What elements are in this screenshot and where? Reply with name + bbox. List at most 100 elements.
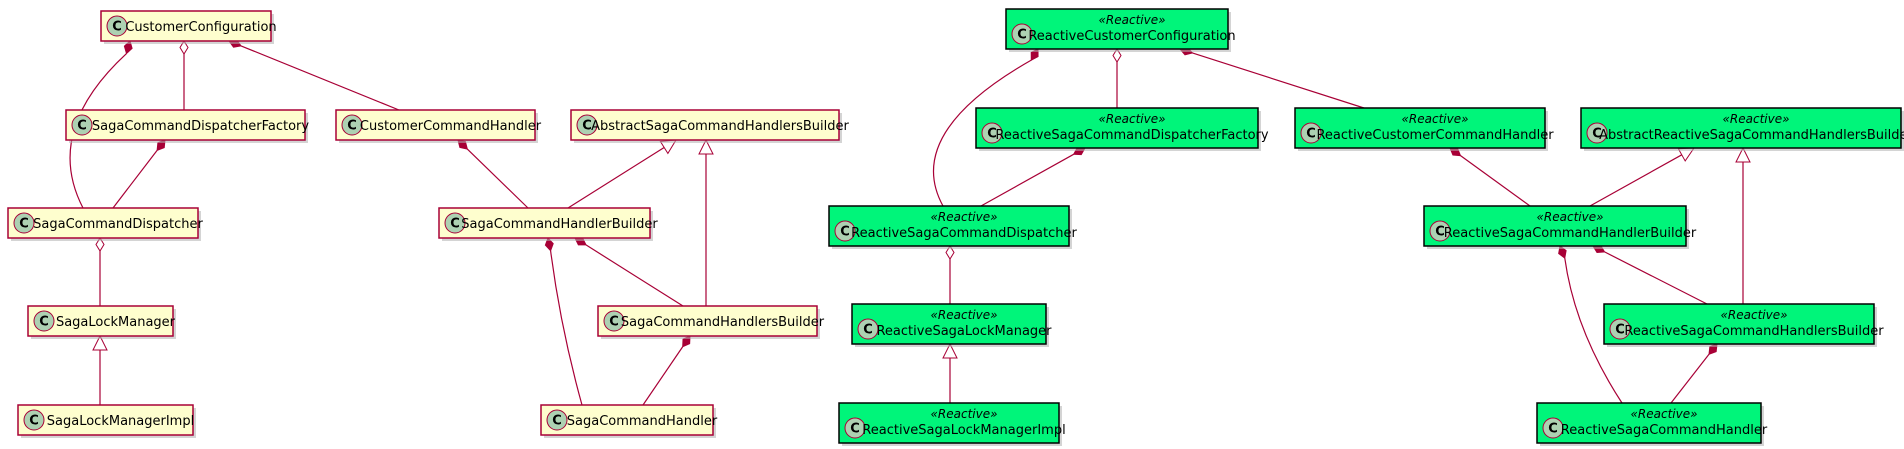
class-icon-letter: C — [582, 119, 592, 134]
class-slm[interactable]: C SagaLockManager — [27, 305, 176, 339]
class-rschb[interactable]: C«Reactive»ReactiveSagaCommandHandlerBui… — [1423, 205, 1697, 249]
class-icon-letter: C — [77, 119, 87, 134]
class-rcc[interactable]: C«Reactive»ReactiveCustomerConfiguration — [1005, 8, 1236, 52]
class-box — [7, 207, 199, 239]
relation-aggregation-scd-slm — [95, 237, 105, 306]
relation-aggregation-cc-scdf — [179, 40, 189, 110]
class-icon-letter: C — [450, 217, 460, 232]
class-icon — [1011, 23, 1033, 45]
class-stereotype: «Reactive» — [1720, 308, 1787, 322]
class-icon — [1542, 417, 1564, 439]
class-stereotype: «Reactive» — [1098, 112, 1165, 126]
class-arscb[interactable]: C«Reactive»AbstractReactiveSagaCommandHa… — [1580, 107, 1904, 151]
inheritance-triangle — [92, 334, 108, 351]
class-box — [851, 303, 1047, 345]
class-box — [828, 205, 1070, 247]
inheritance-triangle — [1735, 146, 1751, 163]
class-box — [335, 109, 536, 141]
class-icon — [23, 409, 45, 431]
class-icon — [341, 114, 363, 136]
class-icon — [13, 212, 35, 234]
class-icon-letter: C — [1306, 127, 1316, 142]
class-name: SagaLockManagerImpl — [47, 414, 194, 429]
relation-line — [1564, 258, 1623, 404]
aggregation-diamond — [1112, 48, 1122, 63]
class-box — [1580, 107, 1902, 149]
relation-line — [549, 250, 583, 406]
class-stereotype: «Reactive» — [930, 308, 997, 322]
relation-composition-rschb-rschsb — [1592, 244, 1708, 305]
class-stereotype: «Reactive» — [1098, 13, 1165, 27]
class-icon-letter: C — [840, 225, 850, 240]
class-icon — [844, 417, 866, 439]
class-icon — [33, 310, 55, 332]
class-box — [17, 404, 194, 436]
relation-inheritance-schsb-ascb — [698, 138, 714, 306]
aggregation-diamond — [95, 237, 105, 252]
relation-inheritance-rschb-arscb — [1589, 147, 1695, 207]
relation-line — [112, 149, 158, 209]
class-rscdf[interactable]: C«Reactive»ReactiveSagaCommandDispatcher… — [975, 107, 1269, 151]
class-rsch[interactable]: C«Reactive»ReactiveSagaCommandHandler — [1536, 402, 1768, 446]
class-name: SagaLockManager — [56, 315, 176, 330]
class-box — [65, 109, 306, 141]
inheritance-triangle — [698, 138, 714, 155]
class-name: ReactiveSagaCommandDispatcherFactory — [995, 128, 1268, 143]
class-rscd[interactable]: C«Reactive»ReactiveSagaCommandDispatcher — [828, 205, 1077, 249]
class-stereotype: «Reactive» — [1630, 407, 1697, 421]
class-icon — [576, 114, 598, 136]
class-icon-letter: C — [39, 315, 49, 330]
class-scdf[interactable]: C SagaCommandDispatcherFactory — [65, 109, 309, 143]
relation-line — [466, 148, 529, 209]
class-icon — [444, 212, 466, 234]
relation-composition-rscdf-rscd — [980, 147, 1086, 207]
relation-line — [1460, 155, 1531, 207]
class-name: SagaCommandDispatcherFactory — [92, 119, 309, 134]
relation-composition-rschsb-rsch — [1670, 343, 1718, 404]
class-name: AbstractReactiveSagaCommandHandlersBuild… — [1599, 128, 1904, 143]
class-name: SagaCommandHandlerBuilder — [461, 217, 658, 232]
class-box — [838, 402, 1060, 444]
class-stereotype: «Reactive» — [1401, 112, 1468, 126]
class-box — [1603, 303, 1875, 345]
class-name: CustomerConfiguration — [125, 20, 276, 35]
class-box — [570, 109, 840, 141]
class-rslmi[interactable]: C«Reactive»ReactiveSagaLockManagerImpl — [838, 402, 1066, 446]
relation-line — [567, 146, 665, 209]
relation-line — [240, 45, 400, 111]
class-box — [100, 10, 272, 42]
relation-line — [1192, 52, 1365, 109]
class-rschsb[interactable]: C«Reactive»ReactiveSagaCommandHandlersBu… — [1603, 303, 1884, 347]
composition-diamond — [123, 40, 133, 55]
class-icon — [603, 310, 625, 332]
class-icon — [71, 114, 93, 136]
class-box — [438, 207, 651, 239]
class-name: CustomerCommandHandler — [360, 119, 542, 134]
class-icon-letter: C — [552, 414, 562, 429]
relation-composition-rcc-rcch — [1179, 46, 1365, 109]
class-box — [1294, 107, 1546, 149]
relation-composition-schsb-sch — [642, 335, 691, 406]
class-icon-letter: C — [347, 119, 357, 134]
relation-composition-rschb-rsch — [1558, 245, 1623, 404]
relation-inheritance-rslmi-rslm — [942, 342, 958, 403]
class-icon-letter: C — [1592, 127, 1602, 142]
aggregation-diamond — [179, 40, 189, 55]
class-icon — [106, 15, 128, 37]
class-icon-letter: C — [1615, 323, 1625, 338]
class-icon-letter: C — [19, 217, 29, 232]
relation-composition-cch-schb — [457, 139, 529, 209]
relation-aggregation-rcc-rscdf — [1112, 48, 1122, 108]
class-rslm[interactable]: C«Reactive»ReactiveSagaLockManager — [851, 303, 1052, 347]
class-rcch[interactable]: C«Reactive»ReactiveCustomerCommandHandle… — [1294, 107, 1554, 151]
class-stereotype: «Reactive» — [930, 407, 997, 421]
relation-composition-cc-cch — [228, 39, 400, 111]
